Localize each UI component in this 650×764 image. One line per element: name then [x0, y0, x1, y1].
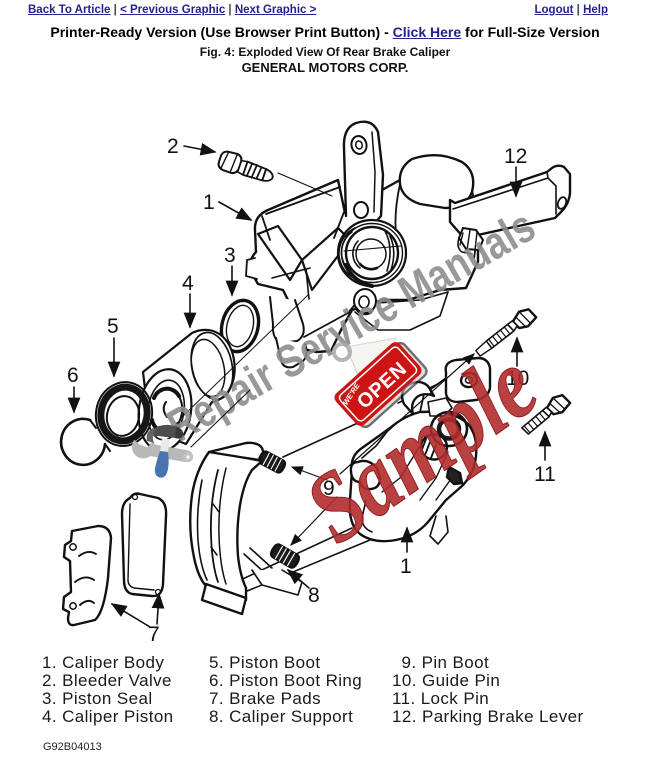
svg-text:8: 8: [308, 584, 320, 607]
svg-text:11: 11: [534, 463, 556, 486]
svg-text:9: 9: [323, 477, 335, 500]
svg-text:10: 10: [506, 367, 529, 390]
svg-text:2: 2: [167, 135, 179, 158]
svg-text:1: 1: [203, 191, 215, 214]
svg-text:12: 12: [504, 145, 527, 168]
svg-text:5: 5: [107, 315, 119, 338]
svg-text:4: 4: [182, 272, 194, 295]
svg-text:1: 1: [400, 555, 412, 578]
svg-text:6: 6: [67, 364, 79, 387]
svg-text:7: 7: [148, 623, 160, 646]
svg-text:3: 3: [224, 244, 236, 267]
